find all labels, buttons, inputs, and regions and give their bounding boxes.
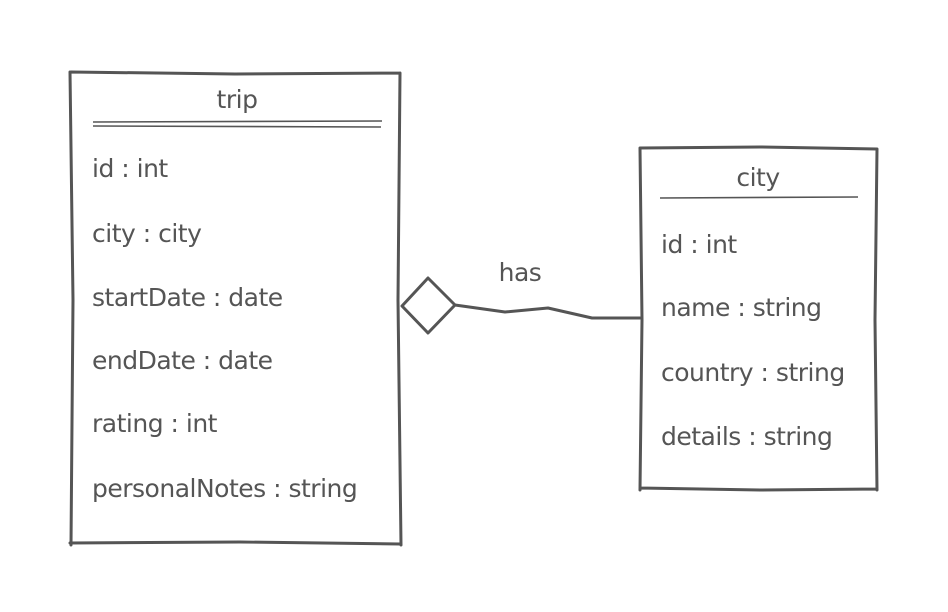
- trip-class-box: trip id : int city : city startDate : da…: [68, 70, 403, 547]
- city-box-outline: [638, 145, 879, 492]
- trip-attribute: personalNotes : string: [92, 474, 357, 503]
- city-attribute: country : string: [661, 358, 845, 387]
- city-attribute: details : string: [661, 422, 832, 451]
- aggregation-diamond-icon: [400, 276, 457, 335]
- city-class-box: city id : int name : string country : st…: [638, 145, 879, 492]
- aggregation-relationship: has: [400, 258, 642, 335]
- relationship-line: [453, 303, 642, 320]
- trip-attribute: city : city: [92, 219, 202, 248]
- city-attribute: id : int: [661, 230, 737, 259]
- trip-title-divider: [92, 120, 383, 128]
- trip-attribute: endDate : date: [92, 346, 273, 375]
- relationship-label: has: [499, 258, 542, 287]
- city-attribute: name : string: [661, 293, 821, 322]
- trip-title: trip: [217, 85, 258, 114]
- city-title-divider: [659, 196, 859, 199]
- trip-box-outline: [68, 70, 403, 547]
- city-title: city: [736, 163, 780, 192]
- trip-attribute: rating : int: [92, 409, 218, 438]
- trip-attribute: startDate : date: [92, 283, 283, 312]
- trip-attribute: id : int: [92, 154, 168, 183]
